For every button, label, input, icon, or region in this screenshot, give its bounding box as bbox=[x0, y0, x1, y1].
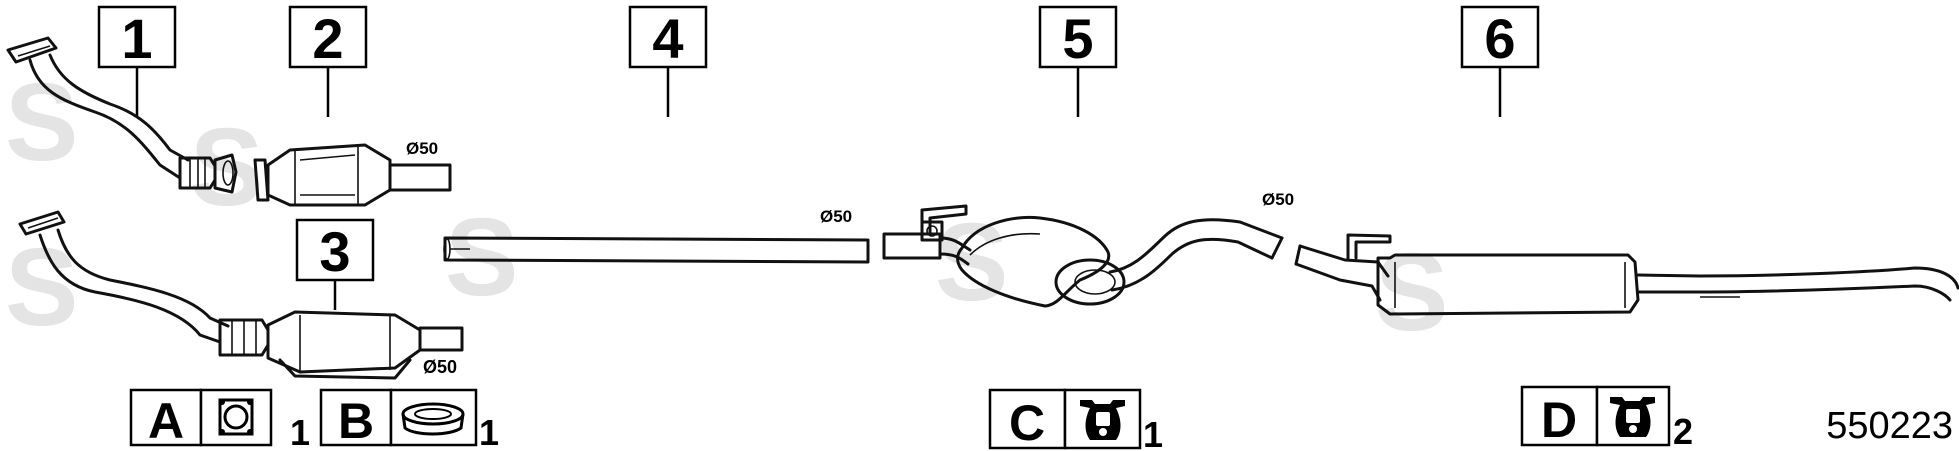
part-label-1[interactable]: 1 bbox=[97, 5, 177, 117]
watermark: S bbox=[445, 196, 518, 319]
accessory-qty: 1 bbox=[1143, 414, 1163, 451]
diameter-label: Ø50 bbox=[820, 207, 852, 226]
part-label-5[interactable]: 5 bbox=[1038, 5, 1118, 117]
part-number: 2 bbox=[312, 7, 343, 70]
watermark: S bbox=[5, 226, 78, 349]
part-label-2[interactable]: 2 bbox=[288, 5, 368, 117]
part-label-4[interactable]: 4 bbox=[628, 5, 708, 117]
part-number: 6 bbox=[1484, 7, 1515, 70]
rubber-hanger-icon bbox=[1610, 397, 1655, 437]
accessory-qty: 2 bbox=[1673, 411, 1693, 451]
ring-gasket-icon bbox=[401, 402, 465, 436]
part-3-pipe-with-catalyst[interactable]: Ø50 bbox=[18, 210, 464, 380]
part-number: 1 bbox=[121, 7, 152, 70]
rubber-hanger-icon bbox=[1080, 400, 1125, 440]
watermark: S bbox=[190, 106, 263, 229]
accessory-qty: 1 bbox=[290, 412, 310, 451]
accessory-c[interactable]: C 1 bbox=[988, 388, 1163, 451]
accessory-letter: A bbox=[148, 393, 184, 449]
part-6-rear-silencer[interactable] bbox=[1294, 233, 1959, 316]
accessory-letter: D bbox=[1541, 392, 1577, 448]
part-number: 4 bbox=[652, 7, 683, 70]
part-2-catalytic-converter[interactable]: Ø50 bbox=[253, 139, 452, 207]
watermark: S bbox=[1375, 231, 1448, 354]
accessory-d[interactable]: D 2 bbox=[1520, 385, 1693, 451]
accessory-letter: C bbox=[1009, 395, 1045, 451]
reference-number: 550223 bbox=[1826, 405, 1953, 447]
accessory-a[interactable]: A 1 bbox=[129, 388, 310, 451]
part-label-3[interactable]: 3 bbox=[295, 218, 375, 310]
part-4-intermediate-pipe[interactable]: Ø50 bbox=[443, 207, 870, 264]
part-label-6[interactable]: 6 bbox=[1460, 5, 1540, 117]
watermark: S bbox=[935, 201, 1008, 324]
part-5-centre-silencer[interactable]: Ø50 bbox=[882, 190, 1294, 308]
watermark-group: S S S S S S bbox=[5, 61, 1448, 354]
diameter-label: Ø50 bbox=[406, 139, 438, 158]
accessory-letter: B bbox=[338, 393, 374, 449]
square-flange-gasket-icon bbox=[218, 398, 254, 436]
accessory-qty: 1 bbox=[479, 412, 499, 451]
part-number: 3 bbox=[319, 220, 350, 283]
diameter-label: Ø50 bbox=[423, 357, 457, 377]
part-1-front-pipe[interactable] bbox=[6, 36, 238, 194]
accessory-b[interactable]: B 1 bbox=[319, 388, 499, 451]
diameter-label: Ø50 bbox=[1262, 190, 1294, 209]
part-number: 5 bbox=[1062, 7, 1093, 70]
